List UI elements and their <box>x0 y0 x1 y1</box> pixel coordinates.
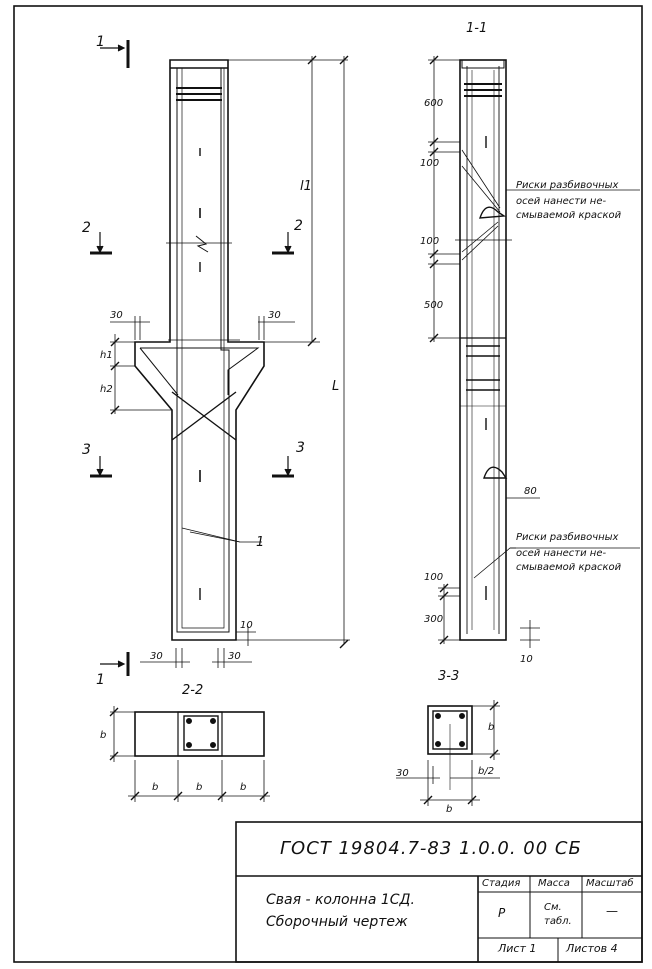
dim-30-bottom-left: 30 <box>150 651 163 662</box>
section-mark-2-left: 2 <box>82 220 91 236</box>
scale-header: Масштаб <box>586 878 634 889</box>
mass-header: Масса <box>538 878 570 889</box>
drawing-name-line-2: Сборочный чертеж <box>266 914 408 930</box>
dim-30-section: 30 <box>396 768 409 779</box>
front-dimensions <box>110 55 350 668</box>
sheet-frame <box>13 5 643 963</box>
view-title-3-3: 3-3 <box>438 669 459 684</box>
dim-80: 80 <box>524 486 537 497</box>
note-1-line-2: осей нанести не- <box>516 196 606 207</box>
dim-10-front: 10 <box>240 620 253 631</box>
dim-b-right: b <box>240 782 246 793</box>
section-mark-3-left: 3 <box>82 442 91 458</box>
view-title-2-2: 2-2 <box>182 683 203 698</box>
note-2-line-1: Риски разбивочных <box>516 531 619 543</box>
leader-1-label: 1 <box>256 535 264 550</box>
mass-value-line-2: табл. <box>544 916 572 927</box>
dim-10-side: 10 <box>520 654 533 665</box>
dim-b-left: b <box>152 782 158 793</box>
scale-value: — <box>606 904 618 918</box>
view-title-1-1: 1-1 <box>466 21 487 36</box>
dim-100-c: 100 <box>424 572 443 583</box>
mass-value-line-1: См. <box>544 902 562 913</box>
side-view-1-1 <box>455 59 640 641</box>
dim-300: 300 <box>424 614 443 625</box>
note-1-line-3: смываемой краской <box>516 210 622 221</box>
section-3-3 <box>396 700 500 806</box>
doc-code: ГОСТ 19804.7-83 1.0.0. 00 СБ <box>280 838 582 859</box>
dim-600: 600 <box>424 98 443 109</box>
note-1-line-1: Риски разбивочных <box>516 179 619 191</box>
dim-500: 500 <box>424 300 443 311</box>
sheet-count: Листов 4 <box>566 942 618 955</box>
rebar-inner <box>176 68 230 633</box>
sheet-number: Лист 1 <box>498 942 537 955</box>
dim-100-a: 100 <box>420 158 439 169</box>
dim-b-mid: b <box>196 782 202 793</box>
section-marks <box>90 40 294 676</box>
dim-h1: h1 <box>100 350 113 361</box>
section-2-2 <box>109 706 270 802</box>
note-2-line-3: смываемой краской <box>516 562 622 573</box>
drawing-name-line-1: Свая - колонна 1СД. <box>266 892 415 908</box>
note-2-line-2: осей нанести не- <box>516 548 606 559</box>
dim-b-width-3-3: b <box>446 804 452 815</box>
stage-header: Стадия <box>482 878 521 889</box>
dim-l1: l1 <box>300 179 312 194</box>
section-mark-1-bottom: 1 <box>96 672 105 688</box>
dim-b-height-3-3: b <box>488 722 494 733</box>
section-mark-1-top: 1 <box>96 34 105 50</box>
front-view <box>134 59 265 641</box>
dim-b-half: b/2 <box>478 766 494 777</box>
dim-L: L <box>332 379 339 394</box>
dim-h2: h2 <box>100 384 113 395</box>
side-dimensions <box>428 55 540 648</box>
title-block-frame <box>235 821 643 963</box>
dim-30-bottom-right: 30 <box>228 651 241 662</box>
dim-30-left: 30 <box>110 310 123 321</box>
column-outline <box>134 59 265 641</box>
section-mark-3-right: 3 <box>296 440 305 456</box>
stage-value: Р <box>498 906 506 920</box>
dim-b-height-2-2: b <box>100 730 106 741</box>
dim-100-b: 100 <box>420 236 439 247</box>
dim-30-right: 30 <box>268 310 281 321</box>
section-mark-2-right: 2 <box>294 218 303 234</box>
